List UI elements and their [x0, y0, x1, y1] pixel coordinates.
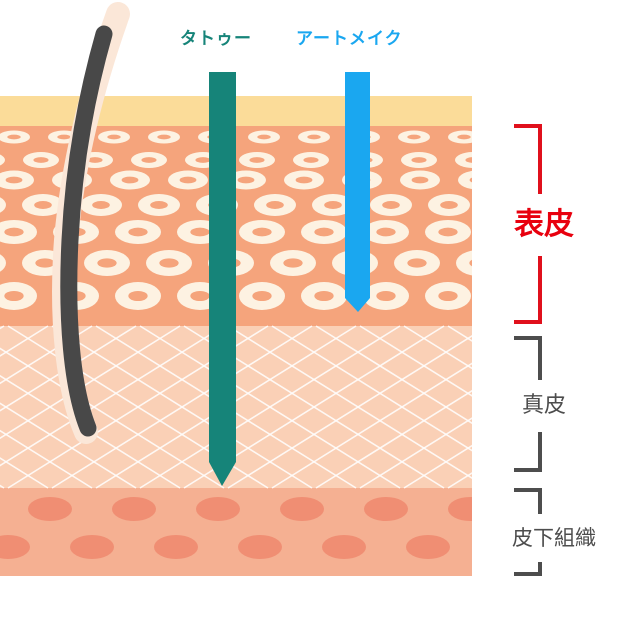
epidermis-cell-core — [121, 176, 139, 184]
epidermis-cell-core — [314, 227, 334, 237]
epidermis-cell-core — [407, 258, 427, 268]
epidermis-cell-core — [440, 201, 458, 209]
dermis-fiber — [580, 326, 618, 488]
epidermis-cell-core — [307, 134, 321, 140]
epidermis-cell-core — [4, 227, 24, 237]
epidermis-cell-core — [438, 227, 458, 237]
epidermis-cell-core — [92, 201, 110, 209]
dermis-fiber — [403, 325, 472, 370]
dermis-fiber — [403, 444, 472, 489]
tattoo-needle — [209, 72, 236, 486]
epidermis-cell-core — [457, 134, 471, 140]
epidermis-cell-core — [195, 157, 211, 163]
dermis-fiber — [315, 389, 472, 489]
epidermis-cell-core — [252, 227, 272, 237]
epidermis-cell-core — [141, 157, 157, 163]
dermis-fiber — [0, 325, 49, 357]
dermis-fiber — [51, 325, 313, 489]
art-make-label: アートメイク — [296, 29, 403, 49]
epidermis-cell-core — [314, 290, 334, 302]
epidermis-cell-core — [237, 176, 255, 184]
fat-cell — [28, 497, 72, 521]
epidermis-cell-core — [190, 227, 210, 237]
fat-cell — [406, 535, 450, 559]
epidermis-cell — [0, 154, 5, 166]
epidermis-cell — [456, 250, 472, 276]
epidermis-cell — [0, 254, 6, 272]
epidermis-cell-core — [128, 227, 148, 237]
epidermis-cell-core — [382, 201, 400, 209]
dermis-fiber — [227, 335, 472, 489]
epidermis-cell-core — [150, 201, 168, 209]
subcutaneous-label: 皮下組織 — [512, 514, 596, 562]
epidermis-cell-core — [324, 201, 342, 209]
epidermis-cell-core — [87, 157, 103, 163]
epidermis-cell-core — [303, 157, 319, 163]
epidermis-cell-core — [407, 134, 421, 140]
epidermis-cell-core — [190, 290, 210, 302]
epidermis-label: 表皮 — [512, 194, 576, 256]
dermis-fiber — [0, 457, 49, 489]
dermis-fiber — [0, 325, 181, 440]
fat-cell — [154, 535, 198, 559]
fat-cell — [70, 535, 114, 559]
fat-cells — [0, 497, 472, 559]
epidermis-cell-core — [252, 290, 272, 302]
epidermis-cell — [455, 152, 472, 168]
dermis-fiber — [0, 325, 225, 467]
dermis-fiber — [0, 325, 137, 412]
epidermis-cell-core — [376, 290, 396, 302]
fat-cell — [322, 535, 366, 559]
dermis-label: 真皮 — [512, 380, 576, 432]
boundary-marks — [472, 342, 484, 467]
fat-cell — [238, 535, 282, 559]
epidermis-cell-core — [295, 176, 313, 184]
epidermis-cell-core — [128, 290, 148, 302]
epidermis-cell-core — [469, 177, 472, 183]
dermis-fiber — [0, 325, 93, 385]
dermis-fiber — [271, 362, 472, 489]
art-make-needle — [345, 72, 370, 312]
epidermis-cell-core — [35, 258, 55, 268]
dermis-fiber — [580, 326, 618, 488]
epidermis-cell-core — [266, 201, 284, 209]
fat-cell — [280, 497, 324, 521]
dermis-fiber — [0, 429, 93, 489]
epidermis-cell-core — [249, 157, 265, 163]
epidermis-cell-core — [465, 157, 472, 163]
fat-cell — [448, 497, 472, 521]
fat-cell — [0, 535, 30, 559]
epidermis-cell-core — [469, 259, 472, 267]
epidermis-cell-core — [159, 258, 179, 268]
epidermis-cell-core — [97, 258, 117, 268]
dermis-fiber — [359, 325, 472, 397]
epidermis-cell-core — [411, 176, 429, 184]
epidermis-cell-core — [7, 134, 21, 140]
epidermis-cell-core — [4, 290, 24, 302]
epidermis-cell-core — [411, 157, 427, 163]
epidermis-cell — [458, 170, 472, 190]
dermis-fiber — [139, 325, 401, 489]
hair-shaft — [60, 25, 113, 437]
dermis-fiber — [359, 417, 472, 489]
epidermis-cell-core — [283, 258, 303, 268]
epidermis-cell-core — [438, 290, 458, 302]
epidermis-cell-core — [33, 157, 49, 163]
epidermis-cell-core — [5, 176, 23, 184]
epidermis-cell-core — [157, 134, 171, 140]
fat-cell — [112, 497, 156, 521]
fat-cell — [364, 497, 408, 521]
epidermis-cell-core — [376, 227, 396, 237]
tattoo-label: タトゥー — [180, 29, 252, 49]
epidermis-cell — [0, 197, 6, 213]
epidermis-cell-core — [257, 134, 271, 140]
fat-cell — [196, 497, 240, 521]
epidermis-cell-core — [34, 201, 52, 209]
epidermis-cell-core — [57, 134, 71, 140]
epidermis-cell-core — [179, 176, 197, 184]
epidermis-cell-core — [107, 134, 121, 140]
